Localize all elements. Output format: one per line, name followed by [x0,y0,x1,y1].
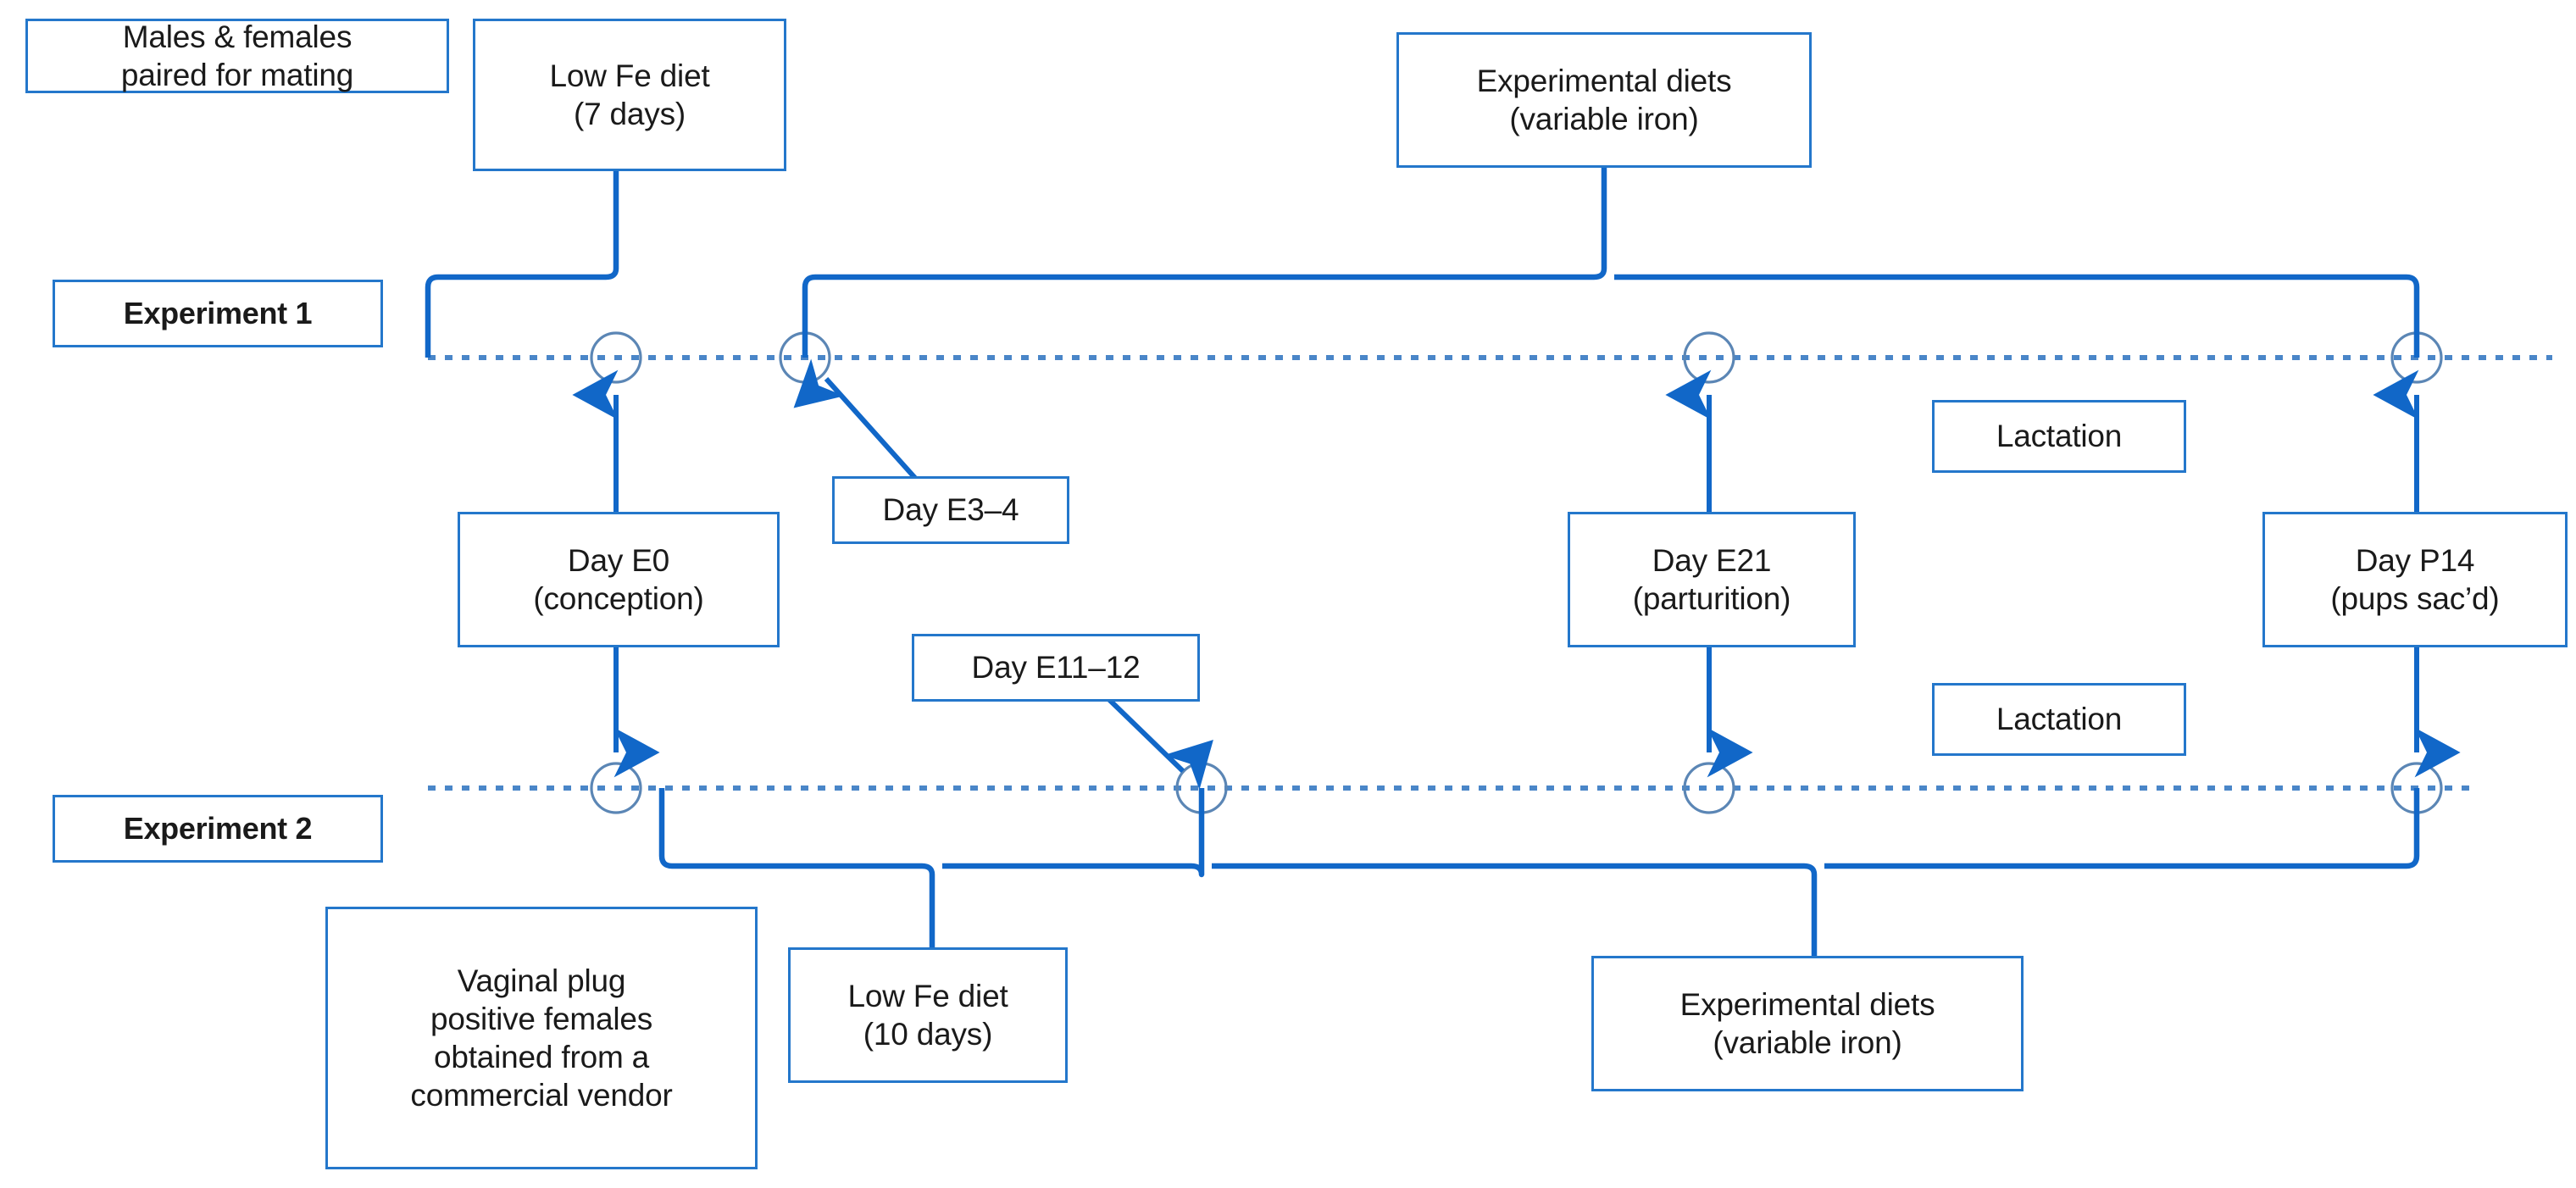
box-experimental-diets-bottom: Experimental diets (variable iron) [1591,956,2024,1091]
marker-circle-e0-b [590,762,642,814]
marker-circle-e0 [590,331,642,384]
marker-circle-e21-b [1683,762,1735,814]
box-day-e11-12: Day E11–12 [912,634,1200,702]
box-low-fe-diet-7-days: Low Fe diet (7 days) [473,19,786,171]
marker-circle-e3-4 [779,331,831,384]
experiment1-event-markers [590,331,2443,384]
marker-circle-p14-b [2390,762,2443,814]
box-vaginal-plug-females: Vaginal plug positive females obtained f… [325,907,758,1169]
experiment2-diet-braces [658,788,2420,956]
label-experiment-1: Experiment 1 [53,280,383,347]
box-day-e3-4: Day E3–4 [832,476,1069,544]
label-experiment-2: Experiment 2 [53,795,383,863]
marker-circle-e21 [1683,331,1735,384]
box-day-e21-parturition: Day E21 (parturition) [1568,512,1856,647]
marker-circle-e11-12 [1175,762,1228,814]
box-day-e0-conception: Day E0 (conception) [458,512,780,647]
box-mating: Males & females paired for mating [25,19,449,93]
box-day-p14-pups-sacd: Day P14 (pups sac’d) [2262,512,2568,647]
box-experimental-diets-top: Experimental diets (variable iron) [1396,32,1812,168]
marker-circle-p14 [2390,331,2443,384]
box-lactation-top: Lactation [1932,400,2186,473]
box-low-fe-diet-10-days: Low Fe diet (10 days) [788,947,1068,1083]
box-lactation-bottom: Lactation [1932,683,2186,756]
experiment1-diet-braces [425,168,2420,358]
experiment2-event-markers [590,762,2443,814]
